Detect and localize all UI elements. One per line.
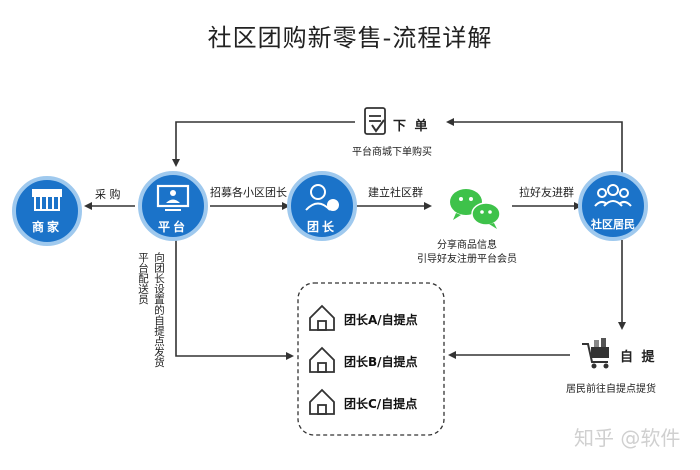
arrow-residents-to-order [446,118,623,178]
merchant-node [12,176,82,246]
edge-invite: 拉好友进群 [519,186,574,199]
wechat-icon [450,189,501,229]
edge-leader-pickup-ship: 向团长设置的自提点发货 [153,252,165,368]
pickup-point-c: 团长C/自提点 [344,397,418,411]
pickup-points-box [297,282,445,436]
edge-platform-delivery: 平台配送员 [137,252,149,305]
arrow-order-to-platform [172,121,355,167]
platform-label: 平台 [157,220,188,234]
wechat-sub-line-2: 引导好友注册平台会员 [417,254,517,265]
leader-node [287,171,357,241]
order-sub: 平台商城下单购买 [352,147,432,158]
self-pickup-label: 自 提 [620,350,657,365]
edge-build-group: 建立社区群 [368,186,423,199]
residents-node [578,171,648,241]
store-icon [32,189,62,211]
residents-label: 社区居民 [591,218,635,231]
wechat-sub-line-1: 分享商品信息 [437,240,497,251]
clipboard-icon [364,107,386,135]
page-title: 社区团购新零售-流程详解 [207,24,493,52]
shopping-cart-icon [582,338,609,369]
house-icon [309,388,335,415]
self-pickup-sub: 居民前往自提点提货 [566,384,656,395]
pickup-point-a: 团长A/自提点 [344,313,418,327]
edge-recruit: 招募各小区团长 [210,186,287,199]
group-users-icon [594,184,632,207]
order-label: 下 单 [393,119,430,134]
pickup-point-b: 团长B/自提点 [344,355,418,369]
arrow-platform-to-points [175,240,294,360]
edge-purchase: 采 购 [95,188,121,201]
merchant-label: 商家 [31,220,62,234]
house-icon [309,304,335,331]
house-icon [309,346,335,373]
watermark: 知乎 @软件 [574,426,681,450]
platform-node [138,171,208,241]
leader-label: 团长 [306,220,337,234]
monitor-icon [156,184,190,211]
user-badge-icon [305,184,339,211]
